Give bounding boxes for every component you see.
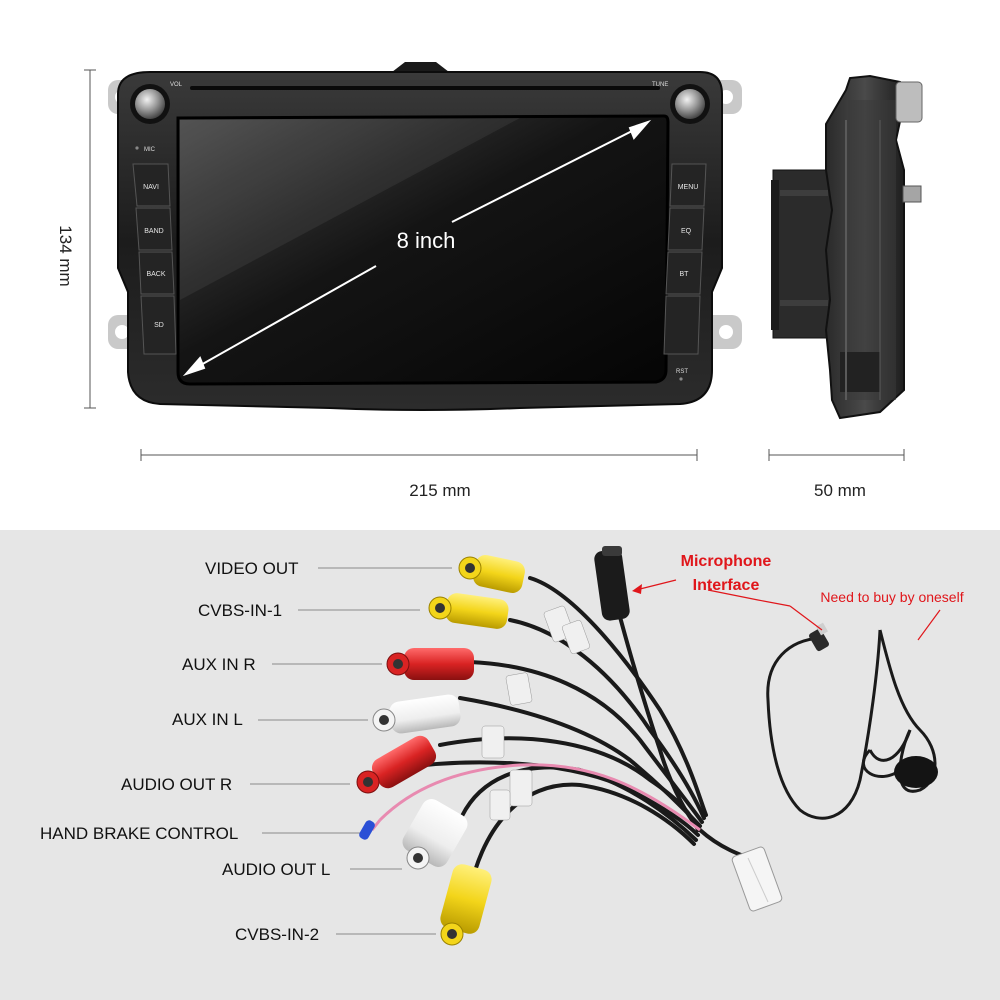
- side-view-unit: [771, 74, 923, 420]
- diagonal-arrow: [182, 119, 652, 377]
- depth-label: 50 mm: [814, 481, 866, 500]
- depth-dimension-line: [768, 449, 905, 461]
- harness-connector: [731, 846, 783, 912]
- disc-slot: [190, 86, 660, 90]
- rca-plug-cvbs-in-1: [428, 593, 509, 629]
- microphone-interface-label-line1: Microphone: [681, 553, 772, 570]
- tune-label: TUNE: [652, 82, 668, 88]
- external-microphone: [766, 629, 937, 820]
- label-cvbs-in-2: CVBS-IN-2: [235, 925, 319, 944]
- navi-button[interactable]: [132, 163, 171, 207]
- rca-plug-video-out: [458, 555, 525, 593]
- menu-button-label: MENU: [678, 184, 699, 191]
- wiring-harness-panel: VIDEO OUT CVBS-IN-1 AUX IN R AUX IN L AU…: [0, 530, 1000, 1000]
- label-audio-out-l: AUDIO OUT L: [222, 860, 330, 879]
- wiring-harness-illustration: VIDEO OUT CVBS-IN-1 AUX IN R AUX IN L AU…: [40, 546, 964, 946]
- rca-plug-audio-out-r: [356, 735, 437, 794]
- microphone-callout: Microphone Interface Need to buy by ones…: [632, 553, 964, 641]
- label-cvbs-in-1: CVBS-IN-1: [198, 601, 282, 620]
- width-label: 215 mm: [409, 481, 470, 500]
- product-dimensions-panel: VOL TUNE MIC RST NAVI BAND BACK SD MENU …: [56, 62, 923, 500]
- navi-button-label: NAVI: [143, 184, 159, 191]
- head-unit-illustration: VOL TUNE MIC RST NAVI BAND BACK SD MENU …: [56, 62, 923, 500]
- label-hand-brake-control: HAND BRAKE CONTROL: [40, 824, 238, 843]
- label-audio-out-r: AUDIO OUT R: [121, 775, 232, 794]
- rca-plug-aux-in-l: [372, 694, 461, 734]
- microphone-plug: [809, 622, 829, 652]
- eq-button-label: EQ: [681, 228, 692, 235]
- sd-button-label: SD: [154, 322, 164, 329]
- pink-brake-wire: [378, 763, 701, 832]
- back-button-label: BACK: [146, 271, 165, 278]
- menu-button[interactable]: [669, 163, 707, 207]
- label-aux-in-r: AUX IN R: [182, 655, 256, 674]
- tune-knob[interactable]: [675, 89, 705, 119]
- microphone-note-label: Need to buy by oneself: [820, 589, 963, 605]
- microphone-jack: [594, 546, 630, 621]
- sd-button[interactable]: [140, 295, 177, 355]
- display-screen: [176, 114, 670, 386]
- rca-plug-cvbs-in-2: [440, 864, 492, 946]
- right-button-column: [663, 163, 707, 355]
- rca-plug-audio-out-l: [402, 799, 468, 870]
- harness-labels: VIDEO OUT CVBS-IN-1 AUX IN R AUX IN L AU…: [40, 559, 330, 944]
- harness-leader-lines: [250, 567, 452, 935]
- cable-tags: [481, 605, 590, 821]
- side-knob: [895, 81, 923, 123]
- bt-button[interactable]: [665, 251, 703, 295]
- left-button-column: [132, 163, 177, 355]
- height-dimension-line: [84, 69, 96, 409]
- microphone-head: [894, 756, 938, 788]
- microphone-interface-label-line2: Interface: [693, 577, 760, 594]
- hand-brake-wire-end: [359, 819, 382, 840]
- back-button[interactable]: [138, 251, 175, 295]
- screen-size-label: 8 inch: [397, 228, 456, 253]
- width-dimension-line: [140, 449, 698, 461]
- eq-button[interactable]: [667, 207, 705, 251]
- rst-label: RST: [676, 369, 688, 375]
- label-video-out: VIDEO OUT: [205, 559, 299, 578]
- band-button[interactable]: [135, 207, 173, 251]
- harness-cables: [398, 568, 762, 902]
- height-label: 134 mm: [56, 225, 75, 286]
- bt-button-label: BT: [680, 271, 690, 278]
- label-aux-in-l: AUX IN L: [172, 710, 243, 729]
- mic-label: MIC: [144, 147, 156, 153]
- vol-label: VOL: [170, 82, 183, 88]
- rca-plug-aux-in-r: [386, 648, 474, 680]
- blank-button[interactable]: [663, 295, 701, 355]
- volume-knob[interactable]: [135, 89, 165, 119]
- band-button-label: BAND: [144, 228, 163, 235]
